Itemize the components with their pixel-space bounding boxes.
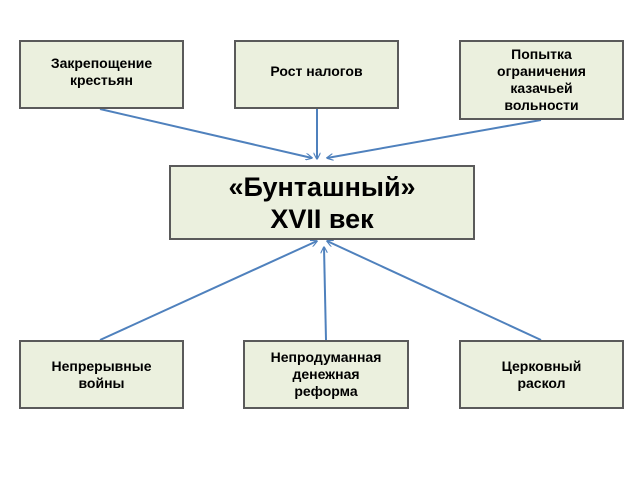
central-box-rebellious-century: «Бунташный» XVII век [169, 165, 475, 240]
cause-box-continuous-wars: Непрерывные войны [19, 340, 184, 409]
cause-box-tax-growth: Рост налогов [234, 40, 399, 109]
arrow-box-5-to-center [324, 247, 326, 341]
arrow-box-6-to-center [327, 241, 542, 341]
arrow-box-1-to-center [99, 108, 312, 158]
arrow-box-3-to-center [327, 119, 542, 158]
cause-box-monetary-reform: Непродуманная денежная реформа [243, 340, 409, 409]
cause-box-church-schism: Церковный раскол [459, 340, 624, 409]
cause-box-cossack-freedom-limits: Попытка ограничения казачьей вольности [459, 40, 624, 120]
arrow-box-4-to-center [99, 241, 317, 341]
cause-box-serfdom: Закрепощение крестьян [19, 40, 184, 109]
